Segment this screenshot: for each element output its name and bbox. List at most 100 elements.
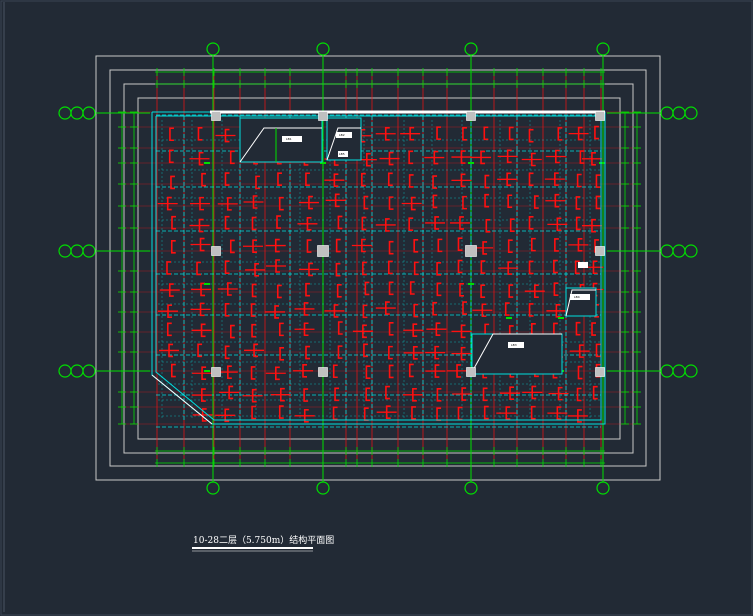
rebar-bracket [408,174,414,188]
dimension-ticks [118,68,641,467]
rebar-bracket [387,172,393,187]
rebar-bracket [250,366,256,380]
axis-bubble-left [58,364,72,378]
opening-d-slash [565,289,596,317]
rebar-bracket [224,345,230,360]
opening-a-slash [239,127,322,163]
rebar-bracket [436,407,442,421]
label-a-bg [282,136,302,142]
rebar-bracket [171,215,176,230]
rebar-bracket [196,261,202,276]
axis-bubble-left [82,106,96,120]
rebar-bracket [483,126,489,141]
rebar-bracket [484,193,490,208]
rebar-bracket [592,385,598,400]
rebar-bracket [229,150,235,165]
rebar-bracket [480,260,486,274]
rebar-bracket [385,385,390,400]
rebar-bracket [574,260,580,275]
rebar-bracket [530,237,536,252]
rebar-bracket [363,407,369,421]
rebar-bracket [337,215,343,230]
rebar-bracket [408,150,414,165]
rebar-bracket [251,323,257,338]
axis-bubble-left [70,106,84,120]
rebar-bracket [484,174,490,189]
rebar-bracket [276,215,281,229]
opening-e-box [578,262,588,268]
rebar-bracket [557,127,563,141]
axis-bubble-top [596,42,610,56]
room-label-e: LB5 [339,152,345,156]
rebar-bracket [388,196,394,210]
rebar-bracket [436,282,442,297]
rebar-bracket [459,282,464,297]
axis-bubble-right [660,106,674,120]
rebar-bracket [413,238,419,253]
rebar-bracket [576,387,582,402]
rebar-bracket [306,239,312,253]
label-b2-bg [338,151,348,157]
rebar-bracket [595,174,601,188]
rebar-bracket [224,260,230,275]
rebar-bracket [361,172,366,187]
rebar-bracket [480,284,486,298]
rebar-bracket [388,345,393,360]
rebar-bracket [432,175,438,189]
rebar-bracket [436,126,442,140]
rebar-bracket [197,126,203,141]
chamfer-beam [151,374,213,425]
outline-frames [95,55,661,481]
slab-edge [151,111,606,425]
rebar-bracket [409,281,415,295]
rebar-bracket [408,217,414,231]
rebar-bracket [483,405,489,420]
axis-bubble-left [70,244,84,258]
opening-d-box [565,287,597,317]
room-label-a: LB1 [286,137,292,141]
rebar-bracket [576,173,582,188]
room-openings [239,117,597,375]
column [211,367,221,377]
rebar-bracket [595,343,601,358]
rebar-bracket [276,284,282,299]
room-labels: LB1 LB2 LB3 LB4 LB5 [282,132,590,348]
rebar-bracket [408,363,414,378]
column-markers [211,111,605,377]
rebar-bracket [336,283,342,298]
rebar-bracket [166,322,172,337]
room-label-d: LB4 [574,295,580,299]
rebar-bracket [528,128,534,143]
frame-mid [109,69,647,467]
drawing-title: 10-28二层（5.750m）结构平面图 [193,534,334,546]
rebar-bracket [361,216,367,231]
rebar-bracket [457,259,463,274]
rebar-bracket [166,261,172,275]
rebar-bracket [277,172,282,187]
column [595,246,605,256]
room-label-b: LB2 [339,133,345,137]
rebar-bracket [482,387,488,402]
rebar-bracket [387,260,393,275]
column [318,367,328,377]
rebar-bracket [224,215,230,230]
rebar-bracket [595,195,601,210]
rebar-bracket [413,303,419,318]
rebar-bracket [528,216,534,230]
frame-outer [95,55,661,481]
rebar-bracket [533,195,539,209]
label-d-bg [570,294,590,300]
rebar-bracket [337,345,343,359]
rebar-bracket [335,262,341,277]
rebar-bracket [388,240,394,255]
rebar-bracket [201,172,206,187]
rebar-bracket [594,125,599,140]
axis-bubble-top [206,42,220,56]
axis-bubble-bottom [464,481,478,495]
rebar-bracket [364,281,370,296]
rebar-bracket [230,324,235,339]
rebar-bracket [462,301,467,315]
rebar-bracket [528,172,534,187]
